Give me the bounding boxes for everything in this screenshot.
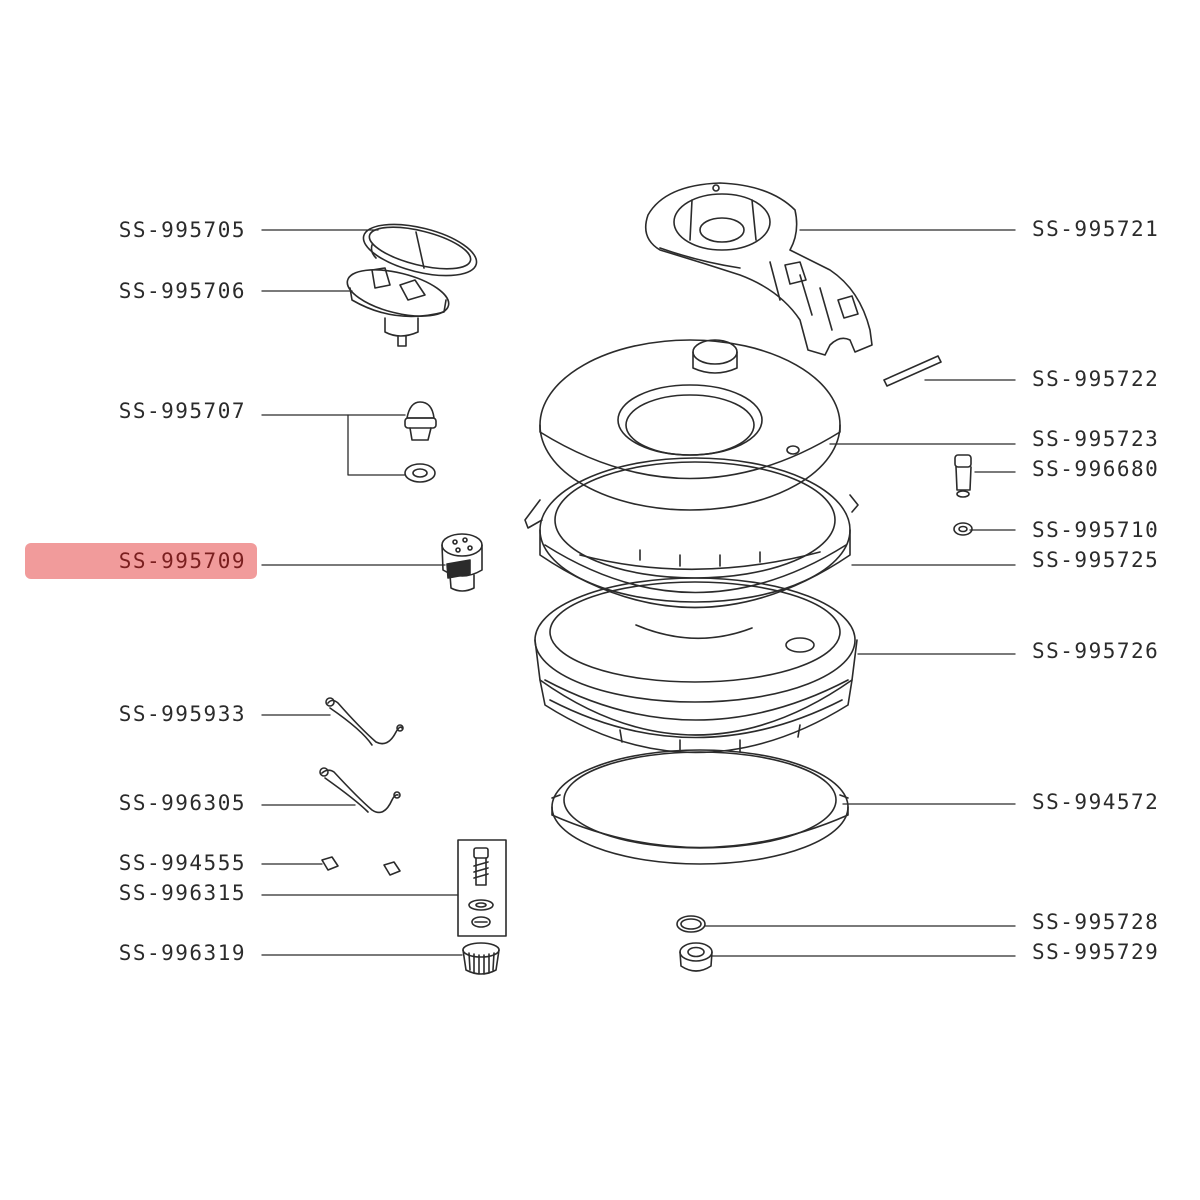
part-label-ss-995707[interactable]: SS-995707 xyxy=(118,399,246,423)
part-valve-housing-drawing xyxy=(346,267,450,347)
part-label-ss-996305[interactable]: SS-996305 xyxy=(118,791,246,815)
part-wire-springs-drawing xyxy=(319,697,404,814)
leader-lines xyxy=(261,229,1016,957)
part-filter-drawing xyxy=(462,942,500,975)
part-lid-plate-drawing xyxy=(539,339,841,511)
part-pressure-valve-drawing xyxy=(441,533,483,592)
part-label-ss-995726[interactable]: SS-995726 xyxy=(1032,639,1160,663)
part-label-ss-995722[interactable]: SS-995722 xyxy=(1032,367,1160,391)
part-label-ss-996319[interactable]: SS-996319 xyxy=(118,941,246,965)
part-gasket-drawing xyxy=(551,749,849,865)
part-nut-drawing xyxy=(953,522,973,536)
part-label-ss-995705[interactable]: SS-995705 xyxy=(118,218,246,242)
selected-part-highlight xyxy=(25,543,257,579)
part-label-ss-995723[interactable]: SS-995723 xyxy=(1032,427,1160,451)
part-clips-drawing xyxy=(321,856,401,876)
part-handle-drawing xyxy=(644,182,873,356)
part-label-ss-994555[interactable]: SS-994555 xyxy=(118,851,246,875)
part-lid-body-drawing xyxy=(534,577,858,754)
part-label-ss-995721[interactable]: SS-995721 xyxy=(1032,217,1160,241)
part-valve-kit-drawing xyxy=(457,839,507,937)
part-label-ss-996315[interactable]: SS-996315 xyxy=(118,881,246,905)
part-label-ss-995710[interactable]: SS-995710 xyxy=(1032,518,1160,542)
part-cap-drawing xyxy=(362,223,478,277)
part-valve-knob-drawing xyxy=(404,401,437,483)
part-label-ss-994572[interactable]: SS-994572 xyxy=(1032,790,1160,814)
part-label-ss-995725[interactable]: SS-995725 xyxy=(1032,548,1160,572)
part-label-ss-995728[interactable]: SS-995728 xyxy=(1032,910,1160,934)
part-label-ss-995933[interactable]: SS-995933 xyxy=(118,702,246,726)
part-label-ss-995706[interactable]: SS-995706 xyxy=(118,279,246,303)
part-bushing-drawing xyxy=(679,942,713,972)
part-pin-drawing xyxy=(883,355,942,387)
part-label-ss-995709[interactable]: SS-995709 xyxy=(118,549,246,573)
part-o-ring-drawing xyxy=(676,915,706,933)
part-valve-body-drawing xyxy=(954,454,972,498)
part-label-ss-995729[interactable]: SS-995729 xyxy=(1032,940,1160,964)
part-label-ss-996680[interactable]: SS-996680 xyxy=(1032,457,1160,481)
